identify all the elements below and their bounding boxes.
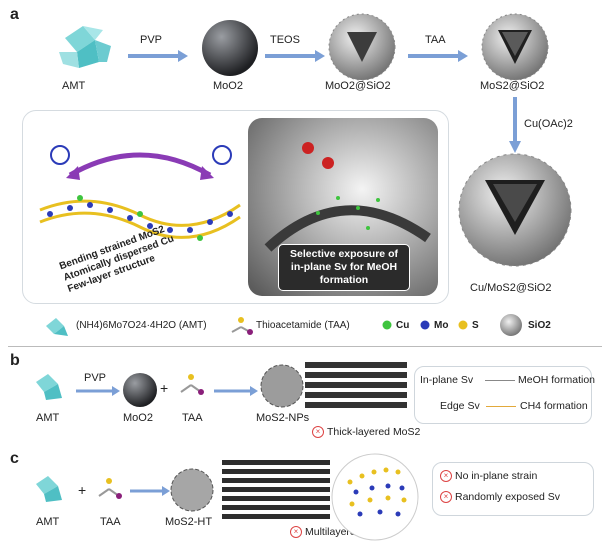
- issue-random-sv-text: Randomly exposed Sv: [455, 491, 561, 503]
- taa-molecule-icon: [98, 478, 122, 499]
- legend-s: S: [472, 320, 479, 331]
- edge-sv: Edge Sv: [440, 400, 480, 412]
- arrow-icon: [214, 386, 258, 396]
- meoh-formation: MeOH formation: [518, 374, 596, 386]
- arrow-down-icon: [509, 97, 521, 153]
- b-product-note-text: Thick-layered MoS2: [327, 426, 421, 438]
- mo-dot-icon: [420, 320, 430, 330]
- b-amt-label: AMT: [36, 412, 60, 424]
- arrow-icon: [408, 50, 468, 62]
- taa-legend-icon: [231, 317, 253, 335]
- panel-letter-c: c: [10, 450, 19, 467]
- mos2-sio2-label: MoS2@SiO2: [480, 80, 545, 92]
- divider: [8, 346, 602, 347]
- b-product-label: MoS2-NPs: [256, 412, 310, 424]
- moo2-sio2-label: MoO2@SiO2: [325, 80, 391, 92]
- amt-legend-icon: [46, 318, 68, 336]
- issues-box: [432, 462, 594, 516]
- b-plus: +: [160, 380, 169, 396]
- multilayer-stack: [222, 460, 330, 519]
- mos2-ht-sphere-icon: [170, 468, 214, 512]
- cu-mos2-sio2-sphere-icon: [458, 153, 572, 267]
- sv-box: [414, 366, 592, 424]
- thick-layered-stack: [305, 362, 407, 408]
- moo2-sphere-icon: [123, 373, 157, 407]
- b-pvp-label: PVP: [84, 372, 107, 384]
- arrow-icon: [130, 486, 170, 496]
- amt-crystal-icon: [36, 374, 62, 400]
- arrow-icon: [265, 50, 325, 62]
- connector-line: [486, 406, 516, 407]
- issue-random-sv: ×Randomly exposed Sv: [440, 491, 561, 504]
- selective-exposure-callout: Selective exposure of in-plane Sv for Me…: [278, 244, 410, 291]
- step-taa-label: TAA: [425, 34, 446, 46]
- legend-mo: Mo: [434, 320, 449, 331]
- step-pvp-label: PVP: [140, 34, 163, 46]
- legend-amt: (NH4)6Mo7O24·4H2O (AMT): [76, 320, 207, 331]
- strained-mos2-illustration: [39, 145, 241, 241]
- moo2-sphere-icon: [202, 20, 258, 76]
- arrow-icon: [128, 50, 188, 62]
- c-plus: +: [78, 482, 87, 498]
- step-teos-label: TEOS: [270, 34, 300, 46]
- amt-crystal-icon: [36, 476, 62, 502]
- detail-frame: [22, 110, 449, 304]
- legend-sio2: SiO2: [528, 320, 551, 331]
- sio2-legend-icon: [500, 314, 522, 336]
- b-product-note: ×Thick-layered MoS2: [312, 426, 421, 439]
- issue-no-strain: ×No in-plane strain: [440, 470, 538, 483]
- mos2-sio2-sphere-icon: [481, 13, 549, 81]
- moo2-label: MoO2: [213, 80, 243, 92]
- amt-crystal-icon: [59, 26, 111, 68]
- c-product-label: MoS2-HT: [165, 516, 213, 528]
- legend-cu: Cu: [396, 320, 410, 331]
- b-taa-label: TAA: [182, 412, 203, 424]
- moo2-sio2-sphere-icon: [328, 13, 396, 81]
- mos2-nps-sphere-icon: [260, 364, 304, 408]
- panel-letter-a: a: [10, 6, 19, 23]
- mos2-lattice-zoom: [331, 453, 419, 541]
- arrow-icon: [76, 386, 120, 396]
- final-label: Cu/MoS2@SiO2: [470, 282, 552, 294]
- s-dot-icon: [458, 320, 468, 330]
- amt-label: AMT: [62, 80, 86, 92]
- cu-dot-icon: [382, 320, 392, 330]
- issue-no-strain-text: No in-plane strain: [455, 470, 538, 482]
- c-amt-label: AMT: [36, 516, 60, 528]
- c-taa-label: TAA: [100, 516, 121, 528]
- panel-letter-b: b: [10, 352, 20, 369]
- inplane-sv: In-plane Sv: [420, 374, 474, 386]
- legend-taa: Thioacetamide (TAA): [256, 320, 350, 331]
- step-cuoac-label: Cu(OAc)2: [524, 118, 573, 130]
- b-moo2-label: MoO2: [123, 412, 153, 424]
- connector-line: [485, 380, 515, 381]
- taa-molecule-icon: [180, 374, 204, 395]
- ch4-formation: CH4 formation: [520, 400, 588, 412]
